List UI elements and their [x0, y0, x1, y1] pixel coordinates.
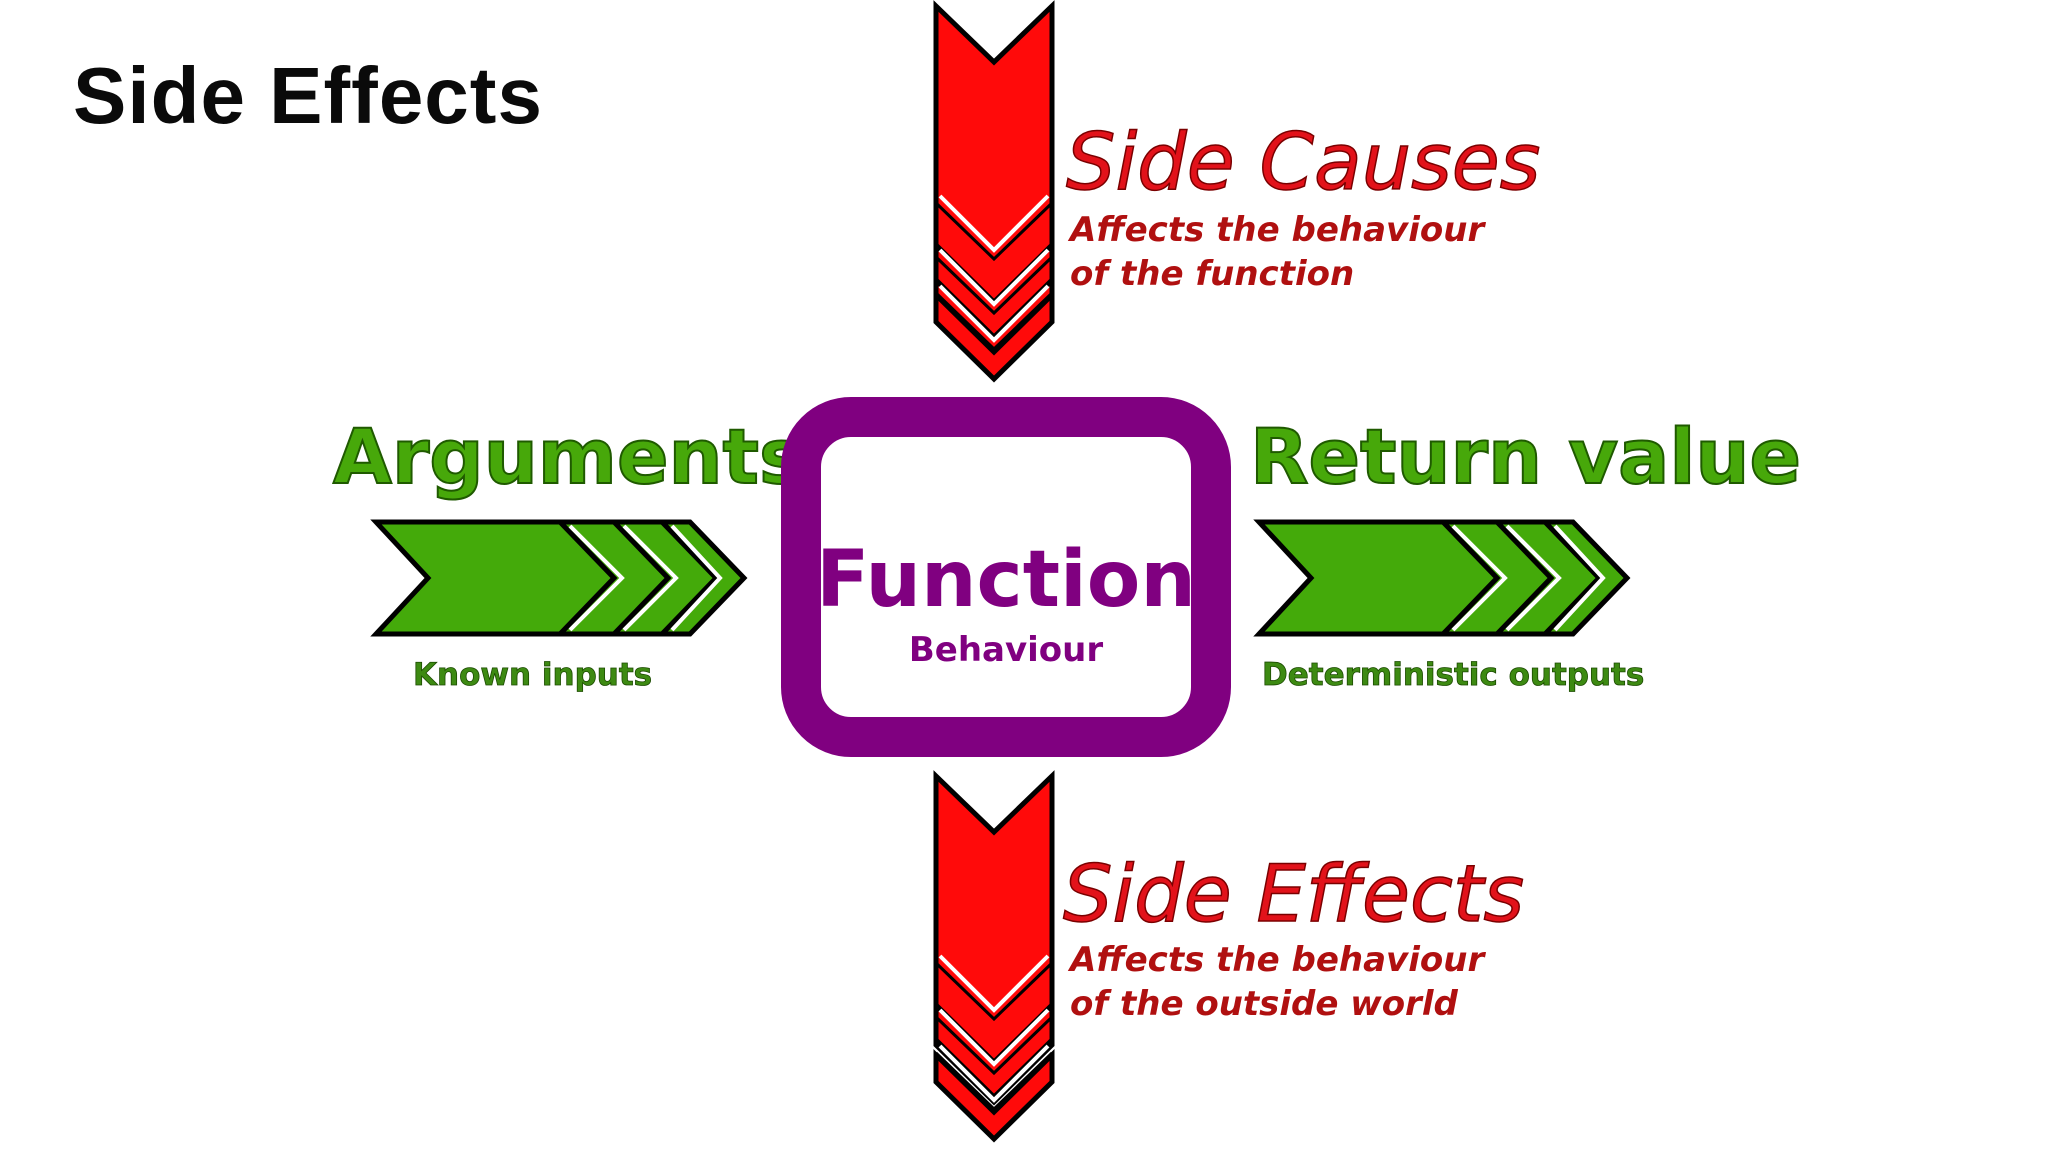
- slide-title: Side Effects: [73, 51, 543, 140]
- side-causes-arrow-icon: [933, 0, 1055, 383]
- function-title: Function: [816, 535, 1196, 625]
- side-effects-line2: of the outside world: [1070, 984, 1458, 1024]
- arguments-caption: Known inputs: [413, 657, 653, 694]
- side-effects-line1: Affects the behaviour: [1070, 940, 1485, 980]
- side-effects-arrow-icon: [933, 770, 1055, 1143]
- return-value-arrow-icon: [1253, 519, 1631, 637]
- return-value-heading: Return value: [1249, 411, 1802, 502]
- side-causes-line1: Affects the behaviour: [1070, 210, 1485, 250]
- arguments-heading: Arguments: [332, 411, 805, 502]
- function-box: [781, 397, 1231, 757]
- function-subtitle: Behaviour: [908, 630, 1104, 670]
- side-causes-line2: of the function: [1070, 254, 1355, 294]
- return-value-caption: Deterministic outputs: [1262, 657, 1645, 694]
- arguments-arrow-icon: [370, 519, 748, 637]
- side-causes-heading: Side Causes: [1065, 117, 1541, 209]
- side-effects-heading: Side Effects: [1062, 849, 1525, 941]
